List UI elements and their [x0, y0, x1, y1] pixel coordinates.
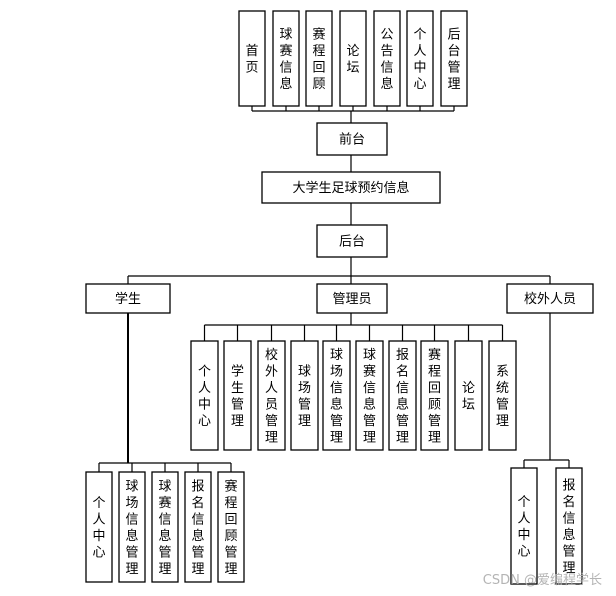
csdn-watermark: CSDN @爱编程学长 [482, 573, 602, 588]
frontend-module-3: 论坛 [339, 10, 367, 107]
admin-module-7: 赛程回顾管理 [420, 340, 449, 451]
student-module-2-label: 球赛信息管理 [158, 479, 171, 577]
admin-module-7-frame [420, 340, 449, 451]
outsider-module-0: 个人中心 [510, 467, 538, 585]
admin-module-3-frame [290, 340, 319, 451]
student-module-2: 球赛信息管理 [151, 471, 179, 583]
frontend-node-frame [316, 122, 388, 156]
admin-module-5-label: 球赛信息管理 [363, 348, 376, 446]
frontend-module-6-label: 后台管理 [447, 27, 460, 92]
frontend-module-4-label: 公告信息 [380, 27, 393, 92]
frontend-module-4: 公告信息 [373, 10, 401, 107]
connector-lines [98, 106, 570, 472]
admin-module-1-label: 学生管理 [231, 363, 244, 429]
role-student: 学生 [85, 283, 171, 314]
admin-module-3-label: 球场管理 [298, 364, 311, 429]
frontend-module-3-frame [339, 10, 367, 107]
admin-module-2: 校外人员管理 [257, 340, 286, 451]
outsider-module-0-frame [510, 467, 538, 585]
admin-module-9: 系统管理 [488, 340, 517, 451]
outsider-module-0-label: 个人中心 [517, 495, 530, 560]
student-module-3-frame [184, 471, 212, 583]
frontend-module-1: 球赛信息 [272, 10, 300, 107]
role-outsider-frame [506, 283, 594, 314]
role-student-label: 学生 [115, 291, 141, 307]
student-module-3: 报名信息管理 [184, 471, 212, 583]
frontend-module-6: 后台管理 [440, 10, 468, 107]
admin-module-5-frame [355, 340, 384, 451]
admin-module-2-label: 校外人员管理 [265, 347, 278, 446]
admin-module-6: 报名信息管理 [388, 340, 417, 451]
admin-module-6-frame [388, 340, 417, 451]
frontend-module-5-frame [406, 10, 434, 107]
frontend-node: 前台 [316, 122, 388, 156]
role-admin: 管理员 [316, 283, 388, 314]
backend-node-label: 后台 [339, 235, 365, 250]
student-module-3-label: 报名信息管理 [191, 479, 204, 577]
student-module-0-label: 个人中心 [92, 496, 105, 561]
frontend-module-3-label: 论坛 [346, 44, 359, 76]
admin-module-4-frame [322, 340, 351, 451]
admin-module-9-frame [488, 340, 517, 451]
admin-module-8-label: 论坛 [462, 381, 475, 413]
student-module-4-frame [217, 471, 245, 583]
student-module-1: 球场信息管理 [118, 471, 146, 583]
student-module-0-frame [85, 471, 113, 583]
system-node-frame [261, 171, 441, 204]
student-module-1-frame [118, 471, 146, 583]
frontend-module-0-frame [238, 10, 266, 107]
student-module-1-label: 球场信息管理 [125, 479, 138, 577]
admin-module-4-label: 球场信息管理 [330, 348, 343, 446]
student-module-2-frame [151, 471, 179, 583]
backend-node-frame [316, 224, 388, 258]
admin-module-9-label: 系统管理 [496, 364, 509, 429]
admin-module-7-label: 赛程回顾管理 [428, 347, 441, 446]
system-node: 大学生足球预约信息 [261, 171, 441, 204]
frontend-module-0: 首页 [238, 10, 266, 107]
frontend-module-0-label: 首页 [245, 44, 258, 76]
admin-module-4: 球场信息管理 [322, 340, 351, 451]
admin-module-1-frame [223, 340, 252, 451]
role-admin-label: 管理员 [332, 292, 371, 307]
frontend-module-1-frame [272, 10, 300, 107]
student-module-4-label: 赛程回顾管理 [224, 478, 237, 577]
backend-node: 后台 [316, 224, 388, 258]
frontend-module-6-frame [440, 10, 468, 107]
diagram-nodes: 首页球赛信息赛程回顾论坛公告信息个人中心后台管理前台大学生足球预约信息后台学生管… [85, 10, 594, 585]
admin-module-6-label: 报名信息管理 [396, 348, 409, 446]
frontend-module-2: 赛程回顾 [305, 10, 333, 107]
role-outsider: 校外人员 [506, 283, 594, 314]
frontend-node-label: 前台 [339, 132, 365, 148]
admin-module-1: 学生管理 [223, 340, 252, 451]
admin-module-8: 论坛 [454, 340, 483, 451]
admin-module-8-frame [454, 340, 483, 451]
system-node-label: 大学生足球预约信息 [292, 180, 409, 196]
admin-module-2-frame [257, 340, 286, 451]
frontend-module-1-label: 球赛信息 [279, 27, 292, 92]
role-admin-frame [316, 283, 388, 314]
frontend-module-5-label: 个人中心 [413, 27, 426, 92]
frontend-module-4-frame [373, 10, 401, 107]
admin-module-0-label: 个人中心 [198, 364, 211, 429]
student-module-0: 个人中心 [85, 471, 113, 583]
frontend-module-5: 个人中心 [406, 10, 434, 107]
admin-module-0: 个人中心 [190, 340, 219, 451]
outsider-module-1: 报名信息管理 [555, 467, 583, 585]
frontend-module-2-label: 赛程回顾 [312, 26, 325, 92]
outsider-module-1-label: 报名信息管理 [562, 478, 575, 576]
student-module-4: 赛程回顾管理 [217, 471, 245, 583]
admin-module-3: 球场管理 [290, 340, 319, 451]
admin-module-5: 球赛信息管理 [355, 340, 384, 451]
frontend-module-2-frame [305, 10, 333, 107]
role-outsider-label: 校外人员 [524, 291, 576, 307]
role-student-frame [85, 283, 171, 314]
admin-module-0-frame [190, 340, 219, 451]
outsider-module-1-frame [555, 467, 583, 585]
